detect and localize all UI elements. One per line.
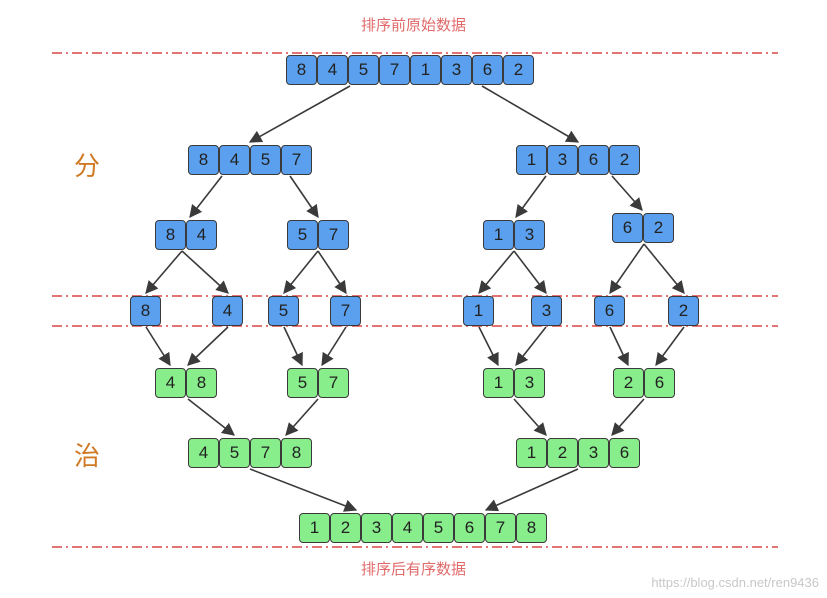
connector-arrow xyxy=(643,243,685,294)
connector-arrow xyxy=(478,250,515,294)
connector-arrow xyxy=(249,468,358,512)
sorted-cell: 1 xyxy=(299,513,330,543)
connector-arrow xyxy=(145,250,183,294)
original-cell: 6 xyxy=(472,55,503,85)
connector-arrow xyxy=(248,85,351,143)
connector-arrow xyxy=(513,398,547,436)
connector-arrow xyxy=(478,326,499,367)
split-half-cell: 4 xyxy=(219,145,250,175)
connector-arrow xyxy=(187,398,236,436)
connector-arrow xyxy=(145,326,171,367)
single-cell: 6 xyxy=(594,296,625,326)
connector-arrow xyxy=(611,398,645,436)
single-cell: 1 xyxy=(463,296,494,326)
merged-pair-cell: 7 xyxy=(318,368,349,398)
split-pair-cell: 1 xyxy=(483,220,514,250)
split-half-cell: 6 xyxy=(578,145,609,175)
merged-half-cell: 7 xyxy=(250,438,281,468)
connector-arrow xyxy=(609,243,645,295)
single-cell: 5 xyxy=(268,296,299,326)
sorted-cell: 8 xyxy=(516,513,547,543)
split-pair-cell: 8 xyxy=(155,220,186,250)
sorted-cell: 2 xyxy=(330,513,361,543)
sorted-cell: 5 xyxy=(423,513,454,543)
single-cell: 2 xyxy=(668,296,699,326)
split-half-cell: 3 xyxy=(547,145,578,175)
original-cell: 5 xyxy=(348,55,379,85)
connector-arrow xyxy=(515,326,547,367)
single-cell: 8 xyxy=(130,296,161,326)
divide-label: 分 xyxy=(74,152,101,182)
original-cell: 8 xyxy=(286,55,317,85)
merged-pair-cell: 2 xyxy=(613,368,644,398)
connector-arrow xyxy=(611,175,643,211)
original-cell: 2 xyxy=(503,55,534,85)
merged-half-cell: 3 xyxy=(578,438,609,468)
sorted-cell: 4 xyxy=(392,513,423,543)
merged-pair-cell: 4 xyxy=(155,368,186,398)
split-pair-cell: 2 xyxy=(643,213,674,243)
original-cell: 3 xyxy=(441,55,472,85)
merged-pair-cell: 1 xyxy=(483,368,514,398)
conquer-label: 治 xyxy=(74,442,101,472)
sorted-cell: 3 xyxy=(361,513,392,543)
split-half-cell: 8 xyxy=(188,145,219,175)
connector-arrow xyxy=(285,398,319,436)
connector-arrow xyxy=(513,250,547,295)
merged-half-cell: 8 xyxy=(281,438,312,468)
caption-before-sort: 排序前原始数据 xyxy=(360,16,466,34)
split-half-cell: 1 xyxy=(516,145,547,175)
merged-half-cell: 2 xyxy=(547,438,578,468)
sorted-cell: 7 xyxy=(485,513,516,543)
split-pair-cell: 3 xyxy=(514,220,545,250)
connector-arrow xyxy=(187,326,229,366)
connector-arrow xyxy=(189,175,223,219)
connector-arrow xyxy=(289,175,319,219)
merged-half-cell: 4 xyxy=(188,438,219,468)
connector-arrow xyxy=(655,326,685,367)
connector-arrow xyxy=(317,250,347,295)
merged-pair-cell: 8 xyxy=(186,368,217,398)
split-half-cell: 5 xyxy=(250,145,281,175)
merged-half-cell: 6 xyxy=(609,438,640,468)
connector-arrow xyxy=(283,250,319,294)
connector-arrow xyxy=(283,326,303,367)
single-cell: 7 xyxy=(330,296,361,326)
connector-arrow xyxy=(609,326,629,367)
original-cell: 7 xyxy=(379,55,410,85)
merged-half-cell: 5 xyxy=(219,438,250,468)
split-pair-cell: 5 xyxy=(287,220,318,250)
merged-pair-cell: 3 xyxy=(514,368,545,398)
sorted-cell: 6 xyxy=(454,513,485,543)
watermark-url: https://blog.csdn.net/ren9436 xyxy=(651,575,819,590)
connector-arrow xyxy=(484,468,579,512)
split-pair-cell: 6 xyxy=(612,213,643,243)
connector-arrow xyxy=(321,326,347,367)
connector-arrow xyxy=(181,250,229,294)
merged-pair-cell: 5 xyxy=(287,368,318,398)
single-cell: 3 xyxy=(531,296,562,326)
connector-arrow xyxy=(481,85,580,143)
original-cell: 4 xyxy=(317,55,348,85)
split-pair-cell: 7 xyxy=(318,220,349,250)
merged-half-cell: 1 xyxy=(516,438,547,468)
original-cell: 1 xyxy=(410,55,441,85)
caption-after-sort: 排序后有序数据 xyxy=(360,560,466,578)
split-half-cell: 2 xyxy=(609,145,640,175)
connector-arrow xyxy=(515,175,547,219)
split-pair-cell: 4 xyxy=(186,220,217,250)
single-cell: 4 xyxy=(212,296,243,326)
merged-pair-cell: 6 xyxy=(644,368,675,398)
split-half-cell: 7 xyxy=(281,145,312,175)
